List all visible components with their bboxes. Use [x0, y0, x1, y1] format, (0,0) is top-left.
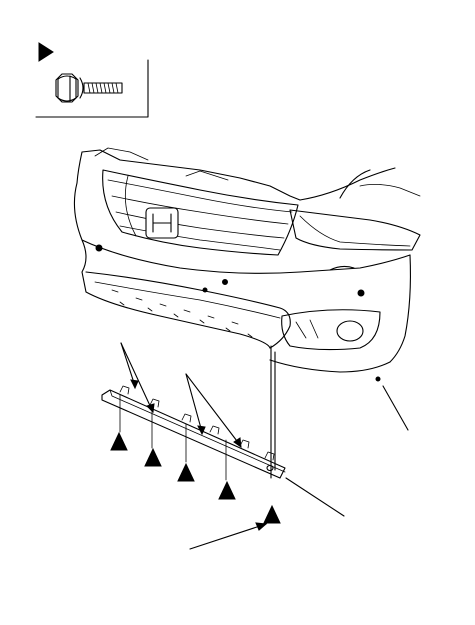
flange-bolt-icon: [55, 73, 123, 103]
fastener-triangle-icon: [218, 480, 236, 500]
fastener-triangle-icon: [144, 447, 162, 467]
inset-frame: [35, 59, 149, 118]
fastener-triangle-icon: [263, 504, 281, 524]
front-bumper: [73, 147, 421, 382]
fastener-triangle-icon: [110, 431, 128, 451]
fastener-triangle-icon: [177, 462, 195, 482]
emblem-icon: [145, 207, 179, 239]
inset-pointer-icon: [38, 42, 54, 62]
lower-cover-strip: [101, 385, 286, 479]
fastener-markers: [110, 431, 281, 524]
bolt-inset: [35, 42, 149, 118]
callout-lines: [119, 342, 409, 550]
